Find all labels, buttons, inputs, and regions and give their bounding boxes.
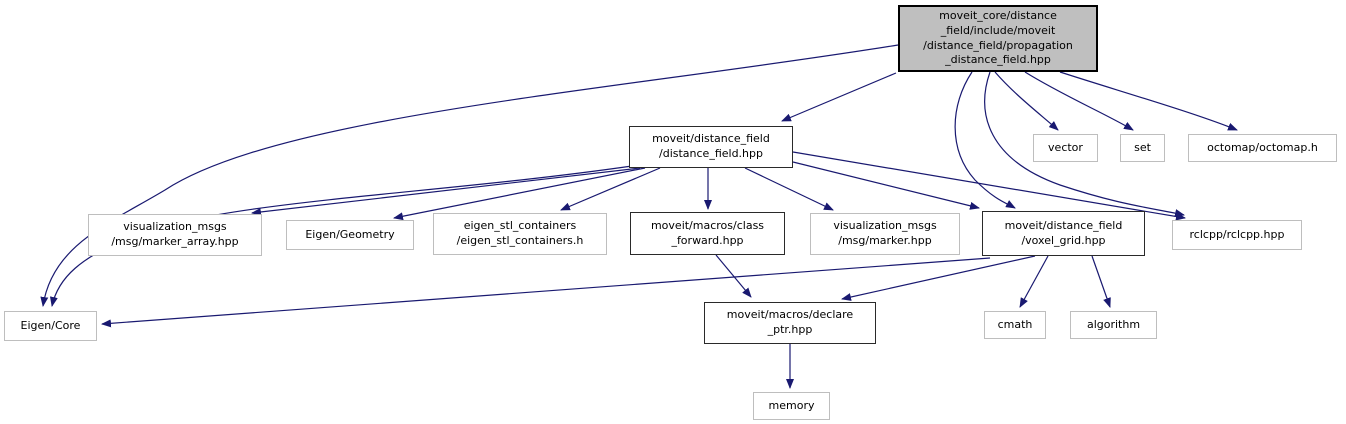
node-set: set [1120, 134, 1165, 162]
node-rclcpp: rclcpp/rclcpp.hpp [1172, 220, 1302, 250]
node-distance-field[interactable]: moveit/distance_field /distance_field.hp… [629, 126, 793, 168]
edge-distance-field-to-eigen-geometry [393, 167, 646, 221]
node-eigen-geometry: Eigen/Geometry [286, 220, 414, 250]
node-marker: visualization_msgs /msg/marker.hpp [810, 213, 960, 255]
edge-distance-field-to-marker-array [251, 167, 641, 216]
node-voxel-grid[interactable]: moveit/distance_field /voxel_grid.hpp [982, 211, 1145, 256]
edge-voxel-grid-to-algorithm [1091, 255, 1111, 308]
node-propagation-distance-field: moveit_core/distance _field/include/move… [898, 5, 1098, 72]
edge-propagation-to-rclcpp [984, 71, 1185, 217]
node-declare-ptr[interactable]: moveit/macros/declare _ptr.hpp [704, 302, 876, 344]
node-class-forward[interactable]: moveit/macros/class _forward.hpp [630, 212, 785, 255]
edge-voxel-grid-to-cmath [1019, 255, 1049, 308]
edge-class-forward-to-declare-ptr [715, 254, 752, 298]
edge-distance-field-to-eigen-stl [560, 167, 661, 211]
edge-propagation-to-vector [994, 71, 1059, 131]
edge-propagation-to-eigen-core [40, 44, 899, 307]
node-vector: vector [1033, 134, 1098, 162]
edge-voxel-grid-to-declare-ptr [841, 255, 1036, 301]
edge-propagation-to-distance-field [781, 72, 897, 122]
edge-propagation-to-set [1024, 71, 1134, 131]
edge-voxel-grid-to-eigen-core [101, 257, 991, 328]
edge-distance-field-to-rclcpp [792, 151, 1186, 221]
edge-distance-field-to-marker [744, 167, 834, 211]
edge-distance-field-to-voxel-grid [792, 161, 980, 210]
node-memory: memory [753, 392, 830, 420]
node-octomap: octomap/octomap.h [1188, 134, 1337, 162]
node-marker-array: visualization_msgs /msg/marker_array.hpp [88, 214, 262, 256]
node-eigen-core: Eigen/Core [4, 311, 97, 341]
node-cmath: cmath [984, 311, 1046, 339]
node-algorithm: algorithm [1070, 311, 1157, 339]
edge-propagation-to-voxel-grid [954, 71, 1016, 209]
edge-propagation-to-octomap [1059, 71, 1238, 131]
node-eigen-stl-containers: eigen_stl_containers /eigen_stl_containe… [433, 213, 607, 255]
